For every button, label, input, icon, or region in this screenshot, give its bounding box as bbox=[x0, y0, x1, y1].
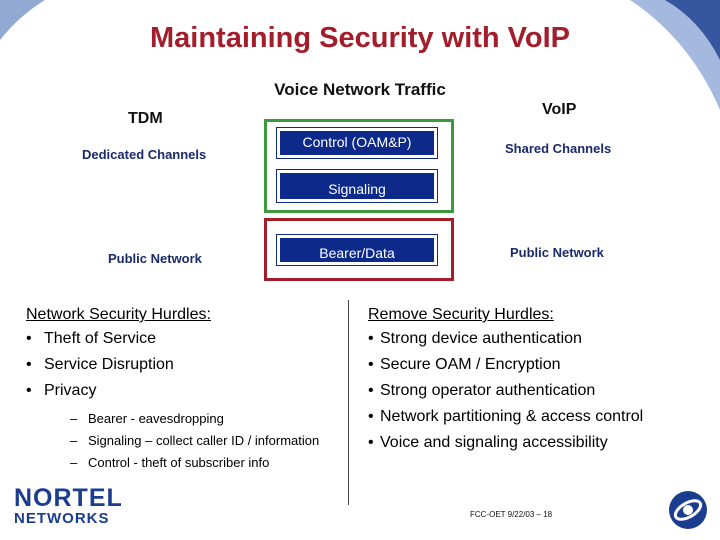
list-item: Service Disruption bbox=[26, 352, 346, 378]
list-item: Network partitioning & access control bbox=[368, 404, 713, 430]
bearer-frame bbox=[264, 218, 454, 281]
tdm-heading: TDM bbox=[128, 110, 163, 127]
logo-line2: NETWORKS bbox=[14, 510, 110, 527]
list-item: Privacy bbox=[26, 378, 346, 404]
list-item: Secure OAM / Encryption bbox=[368, 352, 713, 378]
column-divider bbox=[348, 300, 349, 505]
list-item: Signaling – collect caller ID / informat… bbox=[66, 430, 346, 452]
list-item: Theft of Service bbox=[26, 326, 346, 352]
list-item: Strong device authentication bbox=[368, 326, 713, 352]
remove-hurdles-section: Remove Security Hurdles: Strong device a… bbox=[368, 304, 713, 456]
remove-hurdles-list: Strong device authentication Secure OAM … bbox=[368, 326, 713, 456]
nortel-logo: NORTEL NETWORKS bbox=[14, 486, 123, 528]
slide-footer: FCC-OET 9/22/03 – 18 bbox=[470, 510, 553, 519]
control-oamp-label: Control (OAM&P) bbox=[302, 134, 412, 150]
list-item: Strong operator authentication bbox=[368, 378, 713, 404]
control-oamp-box: Control (OAM&P) bbox=[276, 127, 438, 159]
diagram-subtitle: Voice Network Traffic bbox=[274, 80, 446, 99]
list-item: Control - theft of subscriber info bbox=[66, 452, 346, 474]
shared-channel-frame bbox=[264, 119, 454, 213]
voip-heading: VoIP bbox=[542, 101, 577, 118]
voip-network-label: Public Network bbox=[510, 245, 604, 260]
bearer-data-box: Bearer/Data bbox=[276, 234, 438, 266]
voip-channels-label: Shared Channels bbox=[505, 141, 612, 156]
slide-title: Maintaining Security with VoIP bbox=[149, 22, 570, 54]
signaling-box: Signaling bbox=[276, 169, 438, 203]
hurdles-list: Theft of Service Service Disruption Priv… bbox=[26, 326, 346, 404]
list-item: Bearer - eavesdropping bbox=[66, 408, 346, 430]
tdm-network-label: Public Network bbox=[108, 251, 202, 266]
bearer-data-label: Bearer/Data bbox=[319, 245, 395, 261]
remove-hurdles-heading: Remove Security Hurdles: bbox=[368, 306, 554, 323]
signaling-label: Signaling bbox=[328, 181, 386, 197]
list-item: Voice and signaling accessibility bbox=[368, 430, 713, 456]
hurdles-heading: Network Security Hurdles: bbox=[26, 306, 211, 323]
globe-logo-icon bbox=[669, 491, 707, 529]
corner-swoosh-graphic bbox=[0, 0, 45, 40]
hurdles-section: Network Security Hurdles: Theft of Servi… bbox=[26, 304, 346, 474]
hurdles-sublist: Bearer - eavesdropping Signaling – colle… bbox=[66, 408, 346, 474]
tdm-channels-label: Dedicated Channels bbox=[82, 147, 207, 162]
corner-swoosh-graphic bbox=[630, 0, 720, 110]
logo-line1: NORTEL bbox=[14, 484, 123, 512]
